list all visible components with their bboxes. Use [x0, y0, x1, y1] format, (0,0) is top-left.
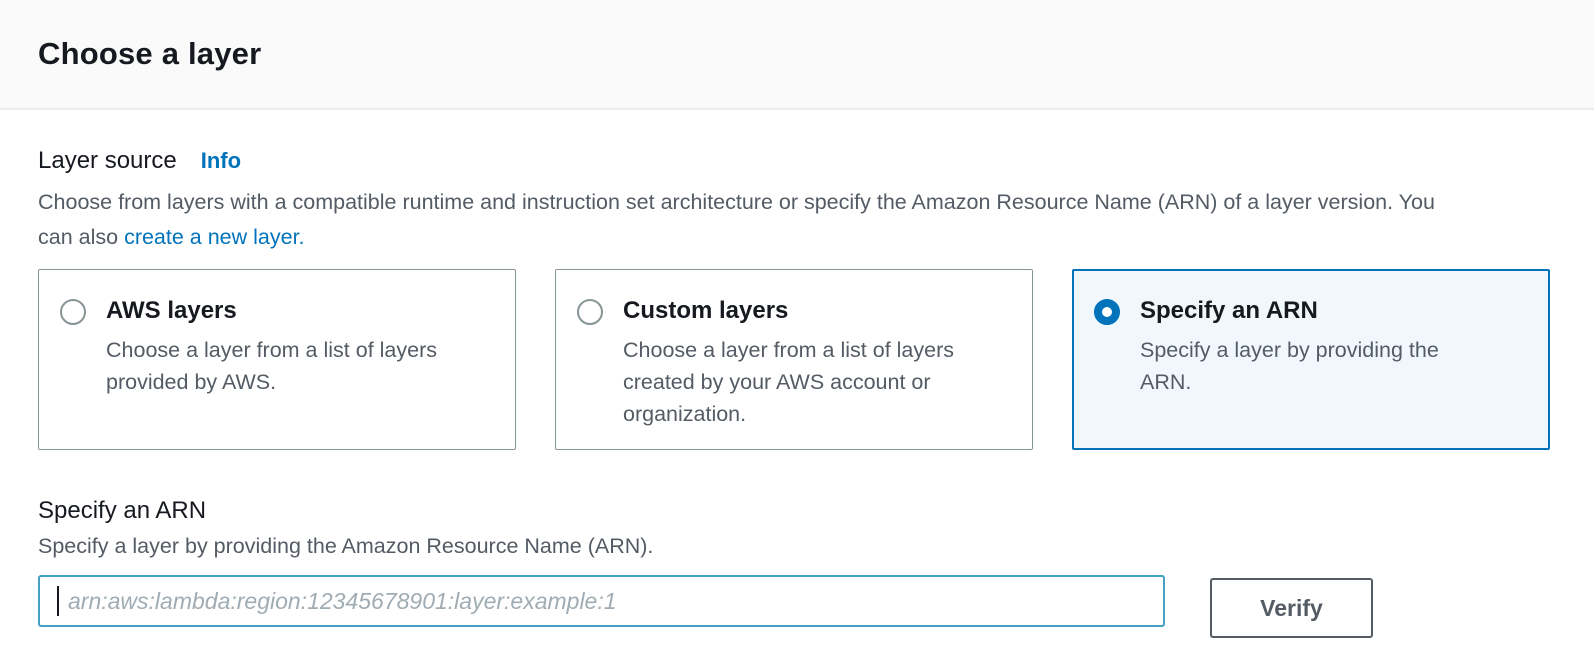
- layer-source-options: AWS layers Choose a layer from a list of…: [38, 269, 1556, 450]
- option-card-body: Custom layers Choose a layer from a list…: [623, 295, 975, 430]
- option-title: AWS layers: [106, 297, 237, 324]
- option-description: Choose a layer from a list of layers cre…: [623, 338, 954, 426]
- description-text: Choose from layers with a compatible run…: [38, 190, 1435, 249]
- option-card-custom-layers[interactable]: Custom layers Choose a layer from a list…: [555, 269, 1033, 450]
- info-link[interactable]: Info: [200, 148, 242, 173]
- radio-icon[interactable]: [60, 299, 86, 325]
- option-card-specify-arn[interactable]: Specify an ARN Specify a layer by provid…: [1072, 269, 1550, 450]
- page-title: Choose a layer: [38, 36, 262, 71]
- dialog-header: Choose a layer: [0, 0, 1594, 110]
- option-card-body: AWS layers Choose a layer from a list of…: [106, 295, 458, 398]
- specify-arn-description: Specify a layer by providing the Amazon …: [38, 534, 654, 558]
- option-title: Specify an ARN: [1140, 297, 1318, 324]
- verify-button[interactable]: Verify: [1210, 578, 1373, 638]
- option-description: Choose a layer from a list of layers pro…: [106, 338, 437, 394]
- create-new-layer-link[interactable]: create a new layer.: [124, 225, 305, 249]
- layer-source-label-row: Layer source Info: [38, 147, 1556, 175]
- option-title: Custom layers: [623, 297, 789, 324]
- arn-input-wrapper: [38, 575, 1165, 627]
- text-cursor: [57, 586, 59, 616]
- option-card-body: Specify an ARN Specify a layer by provid…: [1140, 295, 1492, 398]
- layer-source-label: Layer source: [38, 147, 177, 174]
- option-card-aws-layers[interactable]: AWS layers Choose a layer from a list of…: [38, 269, 516, 450]
- radio-icon-selected[interactable]: [1094, 299, 1120, 325]
- layer-source-description: Choose from layers with a compatible run…: [38, 185, 1438, 255]
- option-description: Specify a layer by providing the ARN.: [1140, 338, 1439, 394]
- dialog-content: Layer source Info Choose from layers wit…: [0, 147, 1594, 638]
- arn-input-row: Verify: [38, 575, 1556, 638]
- arn-input[interactable]: [38, 575, 1165, 627]
- specify-arn-heading: Specify an ARN: [38, 497, 207, 524]
- radio-icon[interactable]: [577, 299, 603, 325]
